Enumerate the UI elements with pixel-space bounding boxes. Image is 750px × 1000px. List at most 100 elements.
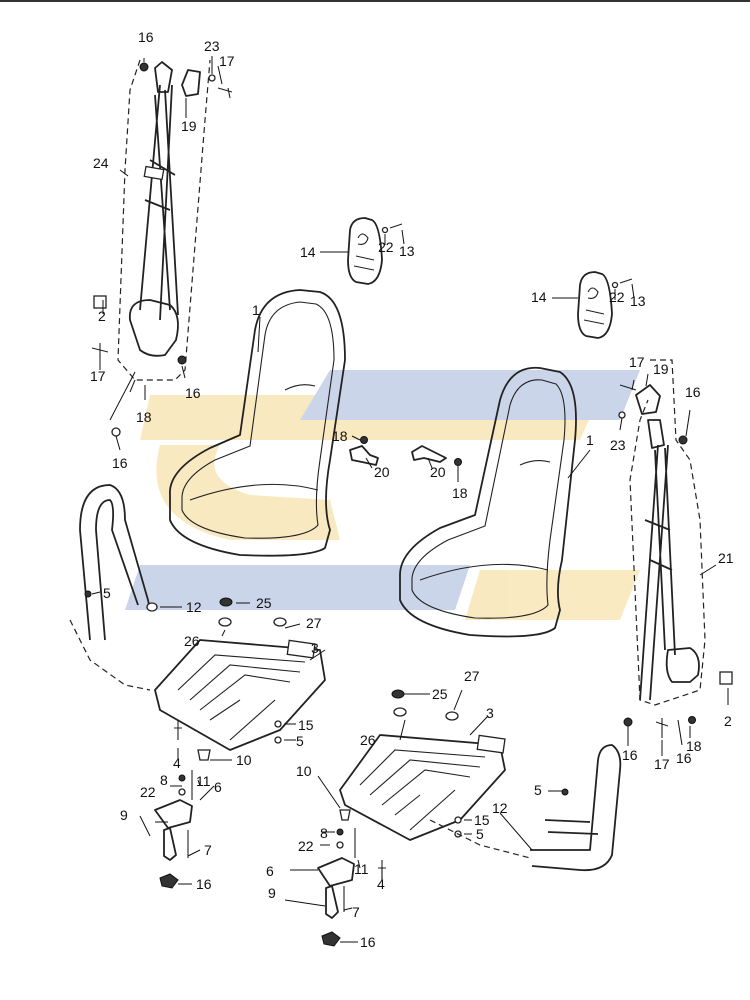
callout-c20-mid-right: 20 [430,464,446,480]
callout-c4-right: 4 [377,876,385,892]
watermark-blue-band-low [125,565,470,610]
callout-c27-left: 27 [306,615,322,631]
right-badge-plate [577,271,613,339]
right-buckle-bolt-18 [454,458,462,466]
left-buckle-20 [349,445,379,466]
callout-c14-left: 14 [300,244,316,260]
left-buckle-bolt-18 [360,436,368,444]
left-buckle-leader [351,435,373,469]
right-washer-25 [391,689,405,699]
left-badge-details [353,233,375,271]
callout-c7-left: 7 [204,842,212,858]
right-bolt-17-low [655,718,669,738]
callout-c3-right: 3 [486,705,494,721]
callout-c11-right: 11 [354,861,369,877]
left-belt-anchor-upper [154,61,173,93]
left-bracket-2 [93,295,107,309]
left-base-tab [286,639,316,659]
right-badge-details [583,287,605,325]
right-nut-16-low2 [688,716,696,724]
callout-c10-right: 10 [296,763,312,779]
callout-c18-mid-left: 18 [332,428,348,444]
watermark-blue-band-top [300,370,640,420]
right-belt-leader-lines [619,373,729,756]
callout-c16-right-low1: 16 [622,747,638,763]
left-base-rails [177,654,306,741]
callout-c23-right: 23 [610,437,626,453]
right-buckle-leader [427,457,459,482]
left-spacer-10 [197,749,211,761]
left-seat-shell [169,289,346,557]
callout-c22-right: 22 [609,289,625,305]
right-clamp-6 [317,857,355,887]
right-belt-anchor-upper [647,419,665,449]
watermark-gold-band-right [465,570,640,620]
right-base-frame [339,734,506,841]
callout-c1-left: 1 [252,302,260,318]
left-seat-inner [181,301,335,539]
right-washer-22-low [336,841,344,849]
callout-c15-right: 15 [474,812,490,828]
callout-c5-left: 5 [103,585,111,601]
callout-c16-right-top: 16 [685,384,701,400]
callout-c26-right: 26 [360,732,376,748]
right-belt-retractor [665,647,700,683]
left-seat-leader [257,316,261,353]
callout-c24: 24 [93,155,109,171]
callout-c7-right: 7 [352,904,360,920]
callout-c19-left: 19 [181,118,197,134]
callout-c5-right: 5 [534,782,542,798]
left-seat-cushion-line [189,384,319,501]
left-bolt-16-top [139,62,149,72]
watermark-logo [125,370,640,620]
left-base-leader-lines [91,591,326,885]
right-grab-tube-12 [530,744,622,872]
callout-c5-right-low: 5 [476,826,484,842]
right-washer-8 [336,828,344,836]
callout-c22-right-low: 22 [298,838,314,854]
callout-c18-left: 18 [136,409,152,425]
right-badge-washer-22 [611,281,619,289]
left-badge-washer-22 [381,226,389,234]
left-washer-18 [129,379,136,393]
right-seat-base [284,689,622,947]
callout-c11-left: 11 [196,773,211,789]
left-tube-nut-5 [84,590,92,598]
left-seat-badge [320,217,405,285]
callout-c12-left: 12 [186,599,202,615]
callout-c2-left: 2 [98,308,106,324]
left-seat-base [69,484,326,889]
watermark-gold-band-mid [156,445,340,540]
callout-c17-right-low: 17 [654,756,670,772]
callout-c15-left: 15 [298,717,314,733]
left-nut-5-low [274,736,282,744]
left-belt-strap [139,84,179,321]
callout-c17-right: 17 [629,354,645,370]
callout-c22-left: 22 [378,239,394,255]
right-base-rails [359,749,486,831]
right-base-tab [476,734,506,754]
left-nut-16-mid [177,355,187,365]
callout-c6-right: 6 [266,863,274,879]
callout-c1-right: 1 [586,432,594,448]
left-belt-leader-lines [99,56,223,451]
right-badge-leader-lines [552,283,635,300]
right-tube-nut-5 [561,788,569,796]
callout-c12-right: 12 [492,800,508,816]
callout-c16-left-mid: 16 [185,385,201,401]
right-nut-16-low1 [623,717,633,727]
callout-c18-mid-right: 18 [452,485,468,501]
left-tube-end [146,602,158,612]
right-seat-badge [552,271,635,339]
left-tube-dashed-link [69,619,151,691]
callout-c9-right: 9 [268,885,276,901]
right-spacer-10 [339,809,351,821]
right-washer-27 [445,711,459,721]
callout-c2-right: 2 [724,713,732,729]
callout-c13-right: 13 [630,293,646,309]
callout-c8-left: 8 [160,772,168,788]
left-belt-buckle-slider [143,165,165,181]
callout-c3-left: 3 [311,640,319,656]
